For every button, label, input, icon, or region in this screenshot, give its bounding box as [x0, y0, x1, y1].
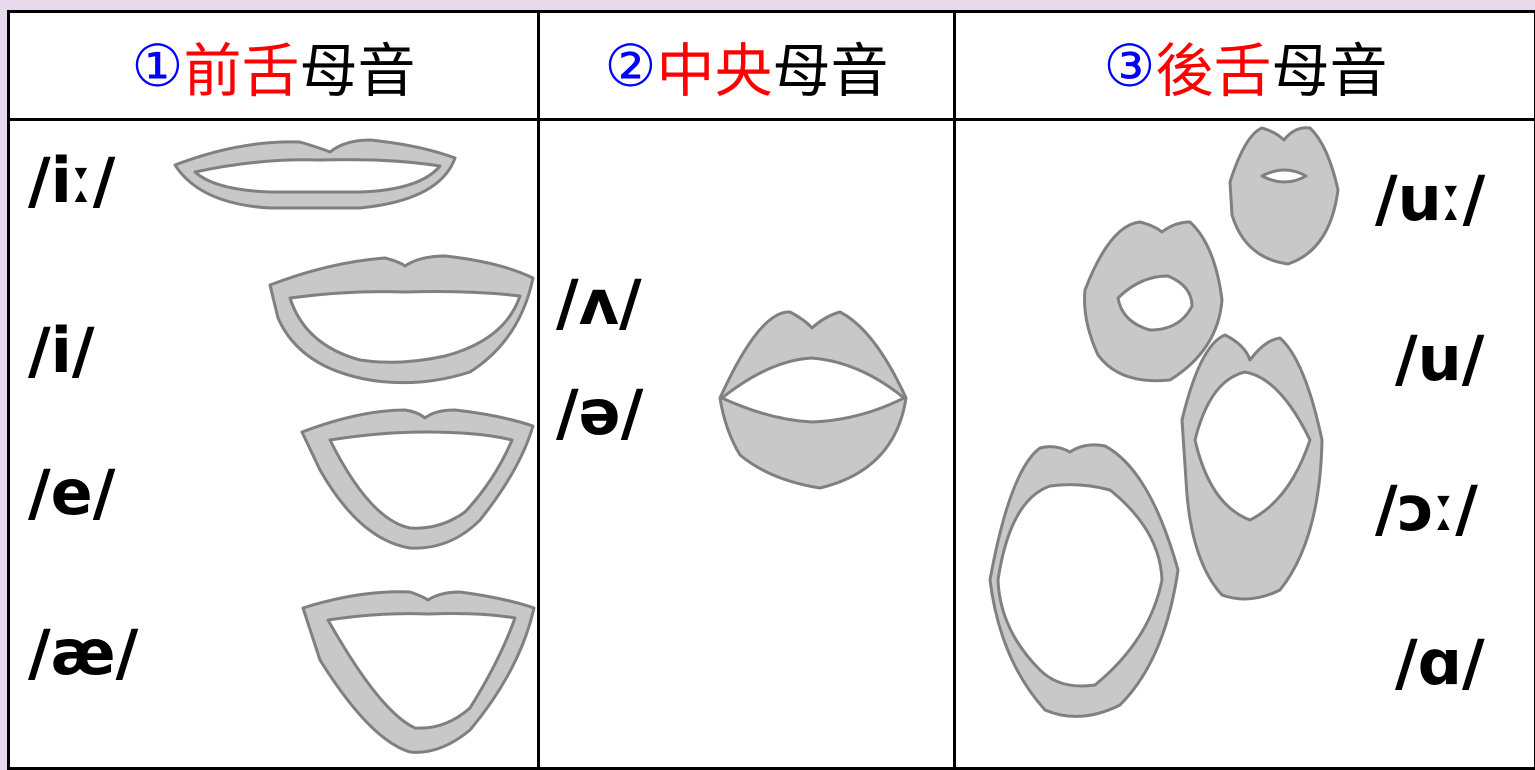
ipa-front-1: /iː/: [28, 144, 116, 217]
circled-number-2: ②: [604, 32, 657, 100]
header-place-central: 中央: [656, 37, 773, 105]
mouth-back-oo: [1180, 333, 1324, 601]
column-divider-1: [537, 10, 540, 770]
ipa-front-2: /i/: [28, 314, 95, 387]
header-divider: [7, 118, 1535, 121]
mouth-front-ii: [173, 138, 457, 210]
mouth-central: [718, 310, 908, 490]
circled-number-1: ①: [131, 32, 184, 100]
mouth-front-i: [268, 254, 535, 385]
ipa-back-4: /ɑ/: [1395, 626, 1485, 699]
header-suffix-back: 母音: [1271, 37, 1388, 105]
ipa-central-2: /ə/: [556, 376, 644, 449]
ipa-front-3: /e/: [28, 456, 116, 529]
ipa-front-4: /æ/: [28, 616, 139, 689]
circled-number-3: ③: [1103, 32, 1156, 100]
header-place-front: 前舌: [183, 37, 300, 105]
mouth-front-e: [300, 408, 535, 550]
header-suffix-central: 母音: [772, 37, 889, 105]
ipa-back-2: /u/: [1395, 322, 1485, 395]
header-suffix-front: 母音: [299, 37, 416, 105]
mouth-back-aa: [988, 443, 1180, 718]
mouth-back-u: [1083, 220, 1224, 383]
ipa-back-3: /ɔː/: [1375, 472, 1478, 545]
ipa-back-1: /uː/: [1375, 162, 1486, 235]
header-place-back: 後舌: [1155, 37, 1272, 105]
column-divider-2: [953, 10, 956, 770]
mouth-front-ae: [301, 590, 536, 754]
mouth-back-uu: [1228, 126, 1340, 266]
ipa-central-1: /ʌ/: [556, 266, 642, 339]
